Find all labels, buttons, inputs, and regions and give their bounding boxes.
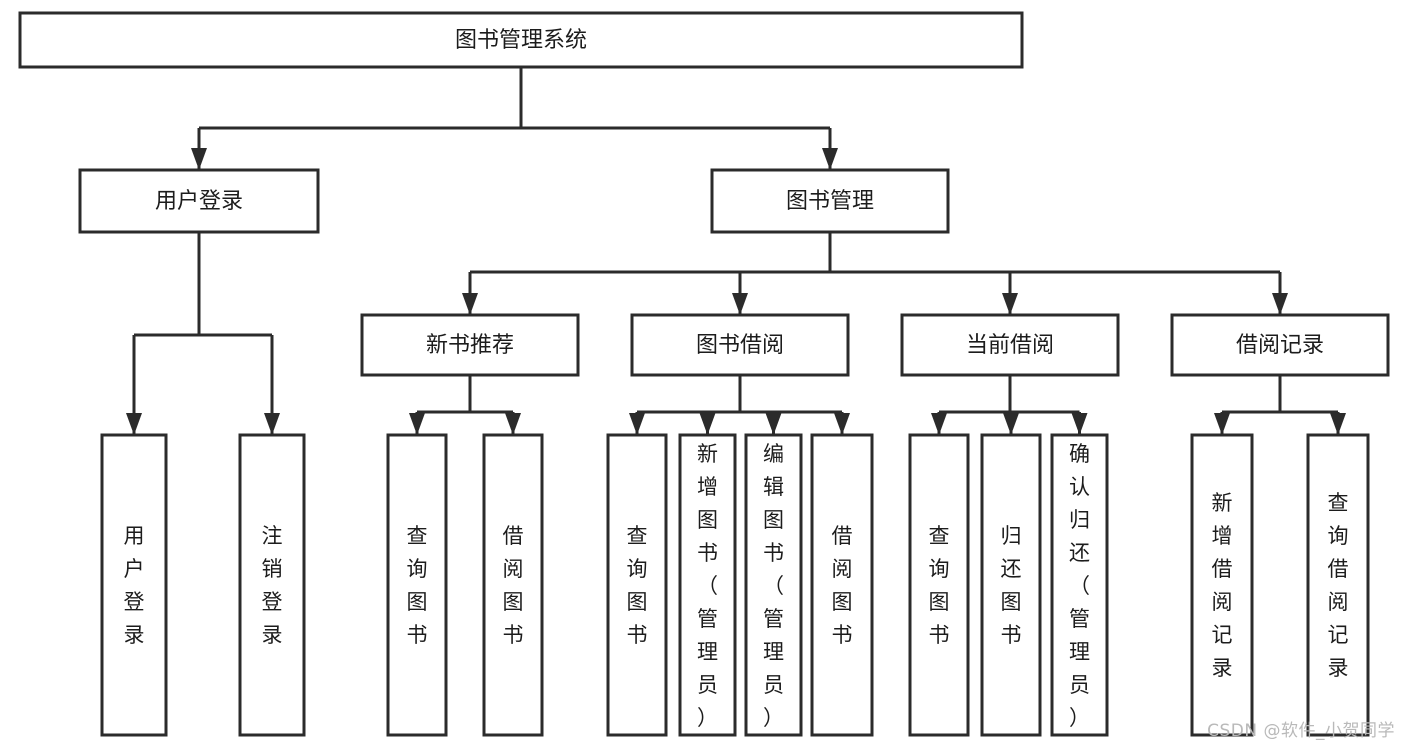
leaf-box-leaf-user-login [100, 433, 168, 737]
connector-edges [126, 67, 1346, 435]
leaf-label-leaf-user-login: 用户登录 [124, 524, 145, 647]
leaf-label-leaf-query-book-rec: 查询图书 [407, 524, 428, 647]
leaf-leaf-edit-book-admin[interactable]: 编辑图书（管理员） [744, 433, 803, 737]
arrow-head [1071, 413, 1088, 435]
node-user-login[interactable]: 用户登录 [78, 168, 320, 234]
leaf-leaf-query-borrow-record[interactable]: 查询借阅记录 [1306, 433, 1370, 737]
arrow-head [1002, 293, 1018, 315]
leaf-box-leaf-confirm-return-admin [1050, 433, 1109, 737]
node-label-user-login: 用户登录 [155, 189, 243, 214]
arrow-head [765, 413, 782, 435]
node-box-book-manage [710, 168, 950, 234]
arrow-head [409, 413, 425, 435]
arrow-head [822, 148, 838, 170]
arrow-head [505, 413, 521, 435]
node-new-book-rec[interactable]: 新书推荐 [360, 313, 580, 377]
arrow-head [1330, 413, 1346, 435]
node-borrow-record[interactable]: 借阅记录 [1170, 313, 1390, 377]
leaf-leaf-add-borrow-record[interactable]: 新增借阅记录 [1190, 433, 1254, 737]
leaf-leaf-user-login[interactable]: 用户登录 [100, 433, 168, 737]
leaf-box-leaf-logout [238, 433, 306, 737]
arrow-head [629, 413, 645, 435]
leaf-box-leaf-add-borrow-record [1190, 433, 1254, 737]
arrow-head [732, 293, 748, 315]
arrow-head [462, 293, 478, 315]
leaf-box-leaf-add-book-admin [678, 433, 737, 737]
node-label-current-borrow: 当前借阅 [966, 333, 1054, 358]
leaf-label-leaf-query-borrow-record: 查询借阅记录 [1328, 491, 1349, 680]
arrow-head [699, 413, 716, 435]
node-label-borrow-record: 借阅记录 [1236, 333, 1324, 358]
leaf-leaf-confirm-return-admin[interactable]: 确认归还（管理员） [1050, 433, 1109, 737]
leaf-label-leaf-borrow-book: 借阅图书 [832, 524, 853, 647]
arrow-head [1272, 293, 1288, 315]
leaf-label-leaf-logout: 注销登录 [262, 524, 283, 647]
node-undefined[interactable]: 图书管理系统 [18, 11, 1024, 69]
leaf-leaf-query-book-current[interactable]: 查询图书 [908, 433, 970, 737]
arrow-head [126, 413, 142, 435]
leaf-leaf-query-book-rec[interactable]: 查询图书 [386, 433, 448, 737]
leaf-label-leaf-confirm-return-admin: 确认归还（管理员） [1069, 442, 1090, 730]
arrow-head [1003, 413, 1019, 435]
leaf-label-leaf-edit-book-admin: 编辑图书（管理员） [763, 442, 784, 730]
leaf-box-leaf-borrow-book [810, 433, 874, 737]
node-label-book-manage: 图书管理 [786, 189, 874, 214]
arrow-head [1214, 413, 1230, 435]
leaf-box-leaf-query-book-rec [386, 433, 448, 737]
leaf-leaf-return-book[interactable]: 归还图书 [980, 433, 1042, 737]
leaf-label-leaf-return-book: 归还图书 [1001, 524, 1022, 647]
leaf-label-leaf-query-book-borrow: 查询图书 [627, 524, 648, 647]
leaf-leaf-borrow-book-rec[interactable]: 借阅图书 [482, 433, 544, 737]
arrow-head [191, 148, 207, 170]
node-label-new-book-rec: 新书推荐 [426, 333, 514, 358]
arrow-head [931, 413, 947, 435]
node-current-borrow[interactable]: 当前借阅 [900, 313, 1120, 377]
node-box-user-login [78, 168, 320, 234]
leaf-box-leaf-return-book [980, 433, 1042, 737]
leaf-leaf-borrow-book[interactable]: 借阅图书 [810, 433, 874, 737]
csdn-watermark: CSDN @软件_小贺同学 [1207, 721, 1395, 741]
diagram-nodes: 图书管理系统用户登录图书管理新书推荐图书借阅当前借阅借阅记录用户登录注销登录查询… [18, 11, 1390, 737]
leaf-label-leaf-add-borrow-record: 新增借阅记录 [1212, 491, 1233, 680]
node-box-borrow-record [1170, 313, 1390, 377]
leaf-box-leaf-query-book-current [908, 433, 970, 737]
leaf-leaf-add-book-admin[interactable]: 新增图书（管理员） [678, 433, 737, 737]
node-book-borrow[interactable]: 图书借阅 [630, 313, 850, 377]
arrow-head [264, 413, 280, 435]
node-book-manage[interactable]: 图书管理 [710, 168, 950, 234]
node-box-book-borrow [630, 313, 850, 377]
leaf-label-leaf-query-book-current: 查询图书 [929, 524, 950, 647]
node-box-new-book-rec [360, 313, 580, 377]
node-label-book-borrow: 图书借阅 [696, 333, 784, 358]
arrow-head [834, 413, 850, 435]
node-label-undefined: 图书管理系统 [455, 28, 587, 53]
leaf-label-leaf-borrow-book-rec: 借阅图书 [503, 524, 524, 647]
leaf-box-leaf-query-book-borrow [606, 433, 668, 737]
leaf-leaf-query-book-borrow[interactable]: 查询图书 [606, 433, 668, 737]
leaf-box-leaf-edit-book-admin [744, 433, 803, 737]
leaf-box-leaf-borrow-book-rec [482, 433, 544, 737]
node-box-current-borrow [900, 313, 1120, 377]
leaf-box-leaf-query-borrow-record [1306, 433, 1370, 737]
node-box-undefined [18, 11, 1024, 69]
leaf-leaf-logout[interactable]: 注销登录 [238, 433, 306, 737]
leaf-label-leaf-add-book-admin: 新增图书（管理员） [697, 442, 718, 730]
